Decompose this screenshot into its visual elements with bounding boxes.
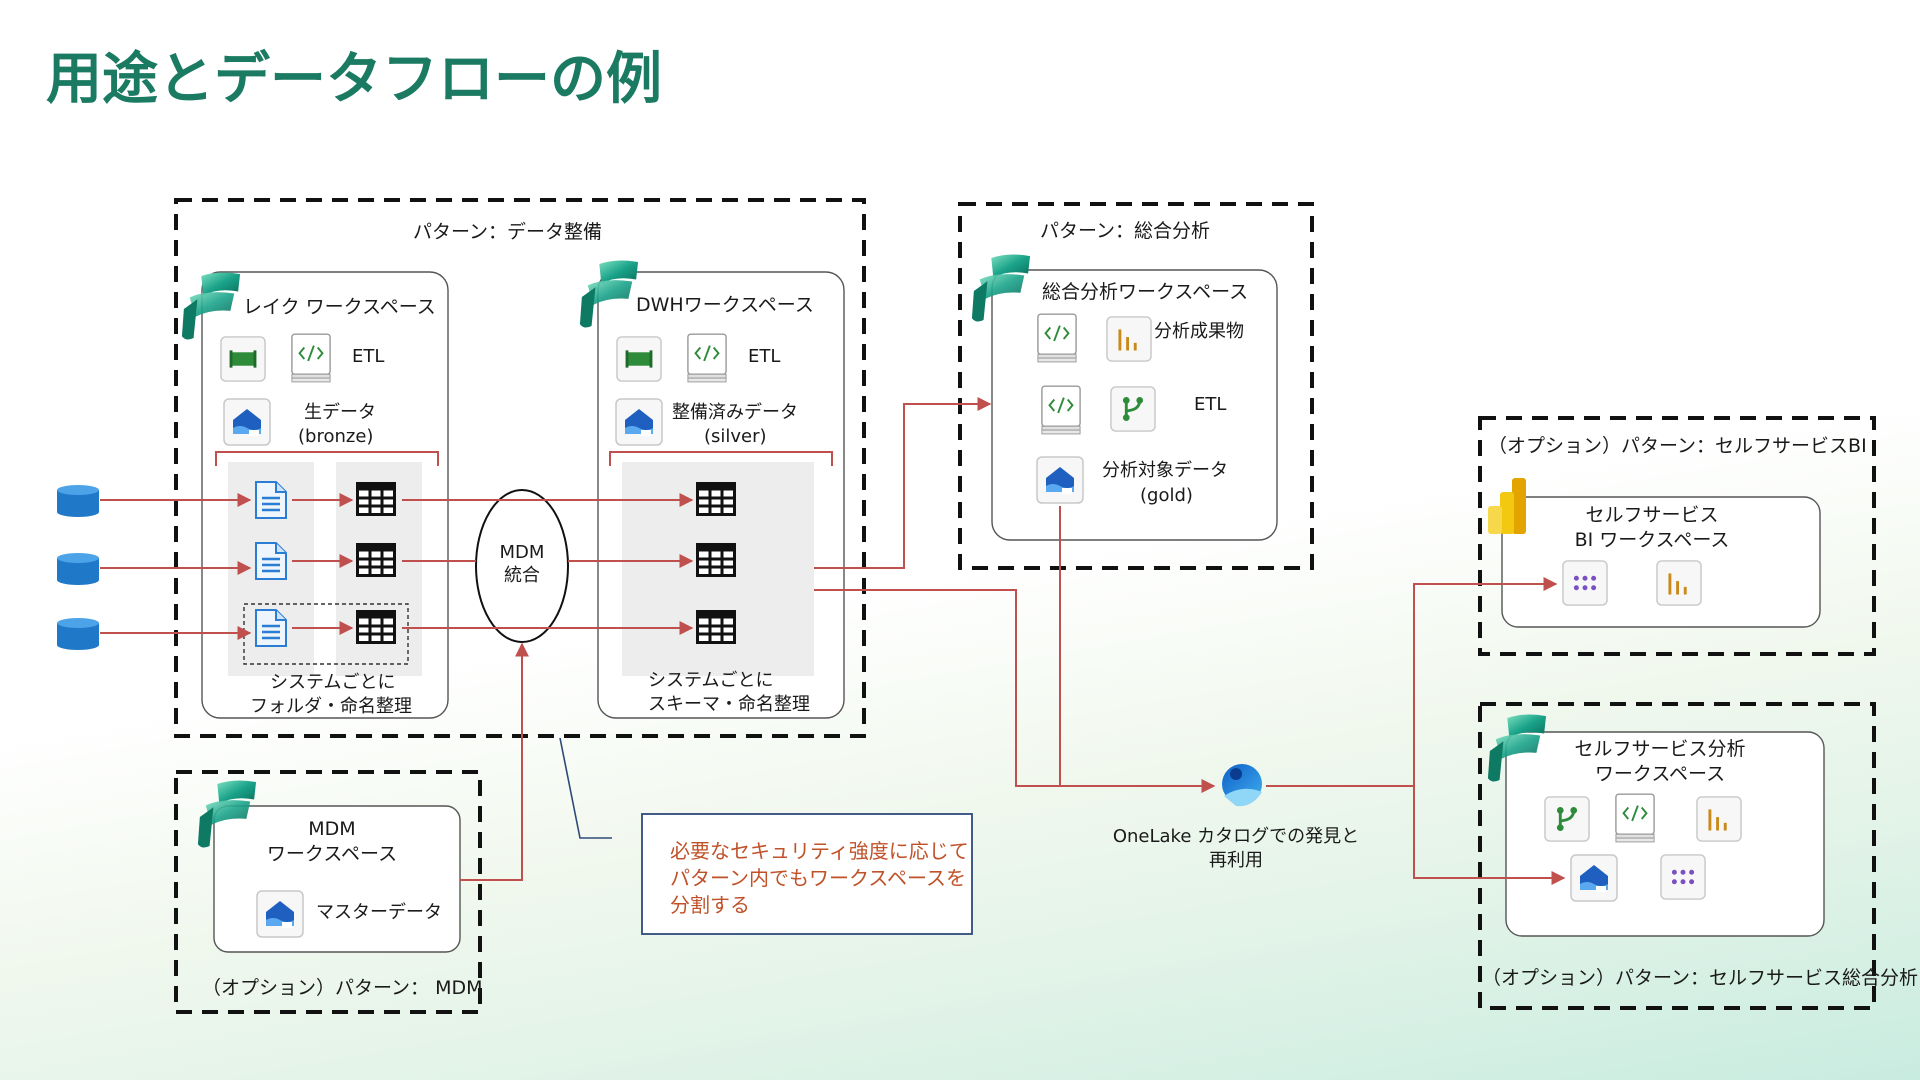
analysis-etl-label: ETL xyxy=(1194,394,1226,415)
ssbi-title-line2: BI ワークスペース xyxy=(1575,529,1730,551)
onelake-label-line1: OneLake カタログでの発見と xyxy=(1113,826,1359,847)
table-icon xyxy=(696,543,736,577)
lake-raw-label-line2: (bronze) xyxy=(298,426,373,447)
security-note-line2: パターン内でもワークスペースを xyxy=(670,866,966,890)
ssa-title-line1: セルフサービス分析 xyxy=(1574,738,1745,760)
lake-workspace-title: レイク ワークスペース xyxy=(243,296,436,318)
dwh-note-line1: システムごとに xyxy=(648,670,773,691)
notebook-icon xyxy=(1614,793,1656,843)
pattern-integrated-label: パターン：総合分析 xyxy=(1040,220,1210,242)
pattern-selfservice-analysis-label: （オプション）パターン：セルフサービス総合分析 xyxy=(1482,967,1918,989)
flow-arrows xyxy=(100,397,1566,885)
file-icon xyxy=(254,608,288,648)
security-note-leader xyxy=(559,737,612,839)
table-icon xyxy=(356,482,396,516)
lake-raw-label-line1: 生データ xyxy=(304,402,376,423)
table-icon xyxy=(356,543,396,577)
onelake-label-line2: 再利用 xyxy=(1209,850,1263,871)
report-icon xyxy=(1106,316,1152,362)
file-icon xyxy=(254,541,288,581)
dataflow-icon xyxy=(1110,386,1156,432)
dwh-etl-label: ETL xyxy=(748,346,780,367)
lakehouse-icon xyxy=(1036,456,1084,504)
pattern-mdm-label: （オプション）パターン： MDM xyxy=(202,977,483,999)
analysis-target-line2: (gold) xyxy=(1140,485,1193,506)
flow-arrow xyxy=(460,642,529,881)
security-note-line3: 分割する xyxy=(670,893,750,917)
flow-arrow xyxy=(814,397,992,569)
dwh-note-line2: スキーマ・命名整理 xyxy=(648,694,810,715)
notebook-icon xyxy=(1036,313,1078,363)
pattern-data-prep-label: パターン：データ整備 xyxy=(413,221,602,243)
page-title: 用途とデータフローの例 xyxy=(46,47,662,112)
table-icon xyxy=(696,482,736,516)
mdm-master-label: マスターデータ xyxy=(316,902,442,923)
semantic-model-icon xyxy=(1660,854,1706,900)
report-icon xyxy=(1696,796,1742,842)
dwh-prepared-label-line1: 整備済みデータ xyxy=(672,402,798,423)
database-icon xyxy=(57,553,99,585)
pipeline-icon xyxy=(220,336,266,382)
security-note-box xyxy=(641,813,973,935)
security-note-line1: 必要なセキュリティ強度に応じて xyxy=(670,839,969,863)
notebook-icon xyxy=(290,333,332,383)
mdm-ws-title-line1: MDM xyxy=(308,818,355,840)
dwh-bracket xyxy=(609,451,833,466)
onelake-icon xyxy=(1222,764,1262,807)
pattern-integrated-frame xyxy=(958,202,1314,570)
flow-arrow xyxy=(1413,786,1566,885)
ssbi-title-line1: セルフサービス xyxy=(1585,504,1718,526)
pattern-selfservice-analysis-frame xyxy=(1478,702,1876,1010)
flow-arrow xyxy=(1266,577,1558,787)
table-icon xyxy=(356,610,396,644)
lakehouse-icon xyxy=(615,398,663,446)
database-icon xyxy=(57,485,99,517)
report-icon xyxy=(1656,560,1702,606)
semantic-model-icon xyxy=(1562,560,1608,606)
pattern-data-prep-frame xyxy=(174,198,866,738)
lakehouse-icon xyxy=(256,890,304,938)
analysis-workspace-title: 総合分析ワークスペース xyxy=(1042,281,1248,303)
notebook-icon xyxy=(1040,385,1082,435)
flow-arrow xyxy=(814,589,1216,793)
powerbi-icon xyxy=(1488,478,1526,534)
mdm-merge-line2: 統合 xyxy=(504,565,540,586)
lake-bracket xyxy=(215,451,439,466)
dwh-workspace-title: DWHワークスペース xyxy=(636,294,814,316)
pattern-mdm-frame xyxy=(174,770,482,1014)
dwh-prepared-label-line2: (silver) xyxy=(704,426,767,447)
table-icon xyxy=(696,610,736,644)
mdm-ws-title-line2: ワークスペース xyxy=(267,843,397,865)
mdm-merge-line1: MDM xyxy=(500,542,545,563)
pattern-selfservice-bi-label: （オプション）パターン：セルフサービスBI xyxy=(1488,435,1867,457)
ssa-title-line2: ワークスペース xyxy=(1595,763,1725,785)
file-icon xyxy=(254,480,288,520)
lakehouse-icon xyxy=(223,398,271,446)
notebook-icon xyxy=(686,333,728,383)
dataflow-icon xyxy=(1544,796,1590,842)
pipeline-icon xyxy=(616,336,662,382)
lake-etl-label: ETL xyxy=(352,346,384,367)
pattern-selfservice-bi-frame xyxy=(1478,416,1876,656)
lake-note-line2: フォルダ・命名整理 xyxy=(250,696,412,717)
mdm-merge-node xyxy=(475,489,569,643)
analysis-target-line1: 分析対象データ xyxy=(1102,460,1228,481)
lakehouse-icon xyxy=(1570,854,1618,902)
lake-note-line1: システムごとに xyxy=(270,672,395,693)
database-icon xyxy=(57,618,99,650)
analysis-artifacts-label: 分析成果物 xyxy=(1154,321,1244,342)
